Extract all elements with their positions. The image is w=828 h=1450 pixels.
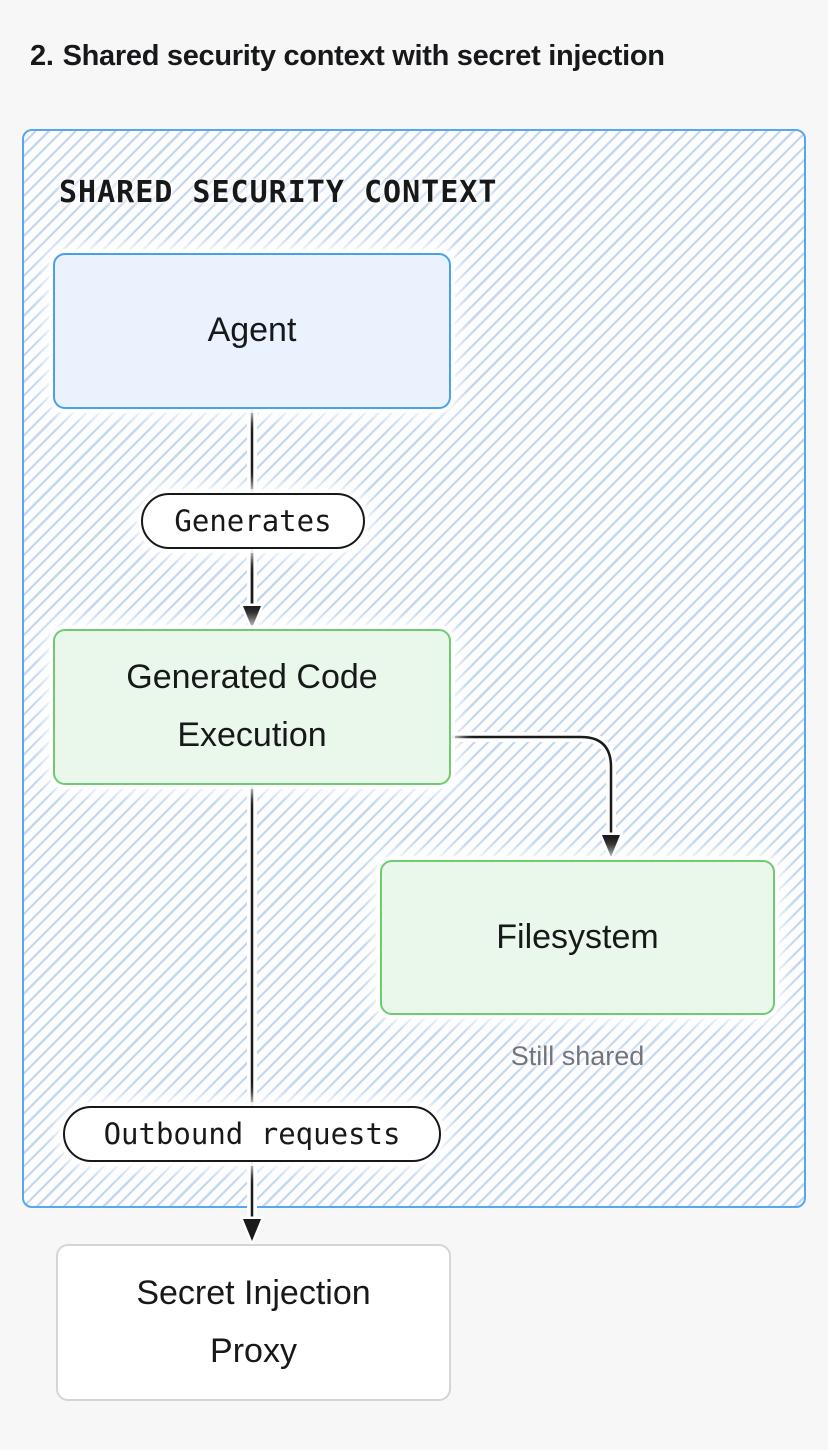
node-gce-label-line2: Execution: [177, 716, 327, 754]
node-agent: Agent: [53, 253, 451, 409]
node-agent-label: Agent: [207, 311, 297, 350]
annotation-still-shared: Still shared: [510, 1041, 645, 1071]
edge-label-generates-text: Generates: [174, 504, 332, 538]
arrowhead-into-proxy: [239, 1216, 265, 1248]
shared-security-context-label: SHARED SECURITY CONTEXT: [59, 175, 498, 210]
node-secret-injection-proxy: Secret Injection Proxy: [56, 1244, 451, 1401]
node-filesystem: Filesystem: [380, 860, 775, 1015]
section-heading: 2.Shared security context with secret in…: [30, 40, 665, 73]
edge-label-outbound-requests: Outbound requests: [63, 1106, 441, 1162]
node-filesystem-label: Filesystem: [496, 917, 659, 956]
edge-label-generates: Generates: [141, 493, 365, 549]
edge-label-outbound-requests-text: Outbound requests: [103, 1117, 401, 1151]
node-proxy-label-line2: Proxy: [210, 1331, 297, 1370]
node-gce-label-line1: Generated Code: [126, 658, 378, 697]
node-generated-code-execution: Generated Code Execution: [53, 629, 451, 785]
section-title: Shared security context with secret inje…: [62, 40, 665, 72]
node-proxy-label-line1: Secret Injection: [136, 1273, 371, 1312]
section-number: 2.: [30, 40, 54, 72]
